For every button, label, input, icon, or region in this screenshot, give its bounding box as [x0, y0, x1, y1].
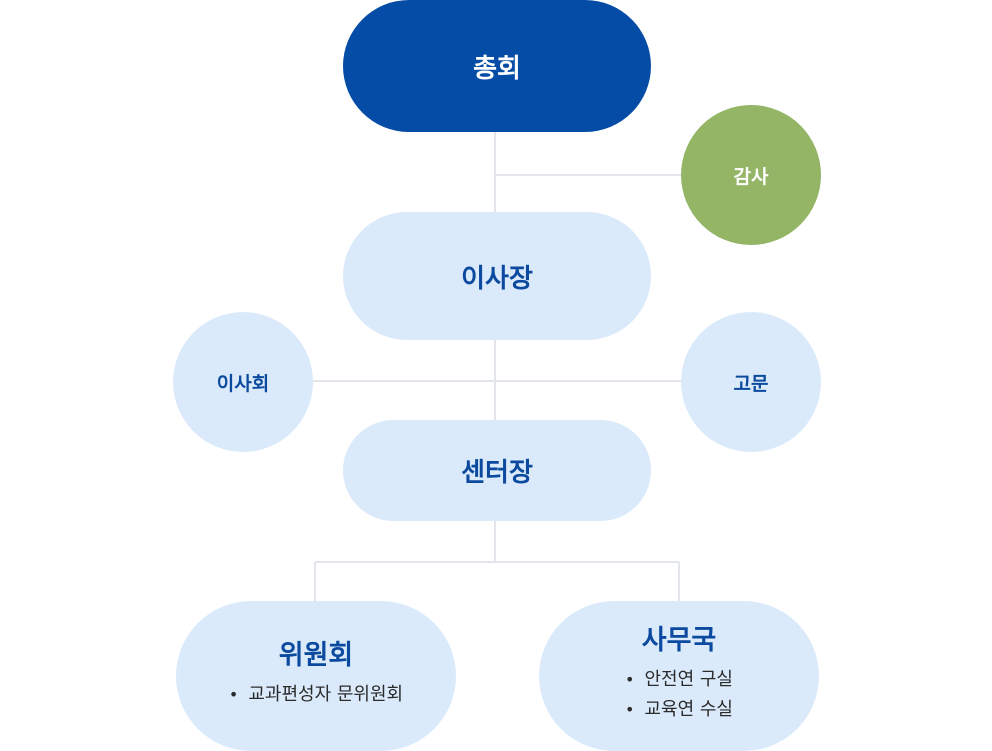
office-sub-item-text: 안전연 구실: [644, 668, 733, 690]
node-advisor: 고문: [681, 312, 821, 452]
committee-sub-item: • 교과편성자 문위원회: [229, 680, 403, 710]
node-chairman-label: 이사장: [461, 263, 533, 294]
node-committee-label: 위원회: [278, 639, 354, 671]
bullet-dot: •: [228, 684, 239, 704]
node-board-label: 이사회: [216, 372, 270, 395]
office-sub-item-text: 교육연 수실: [644, 698, 733, 720]
committee-sub-list: • 교과편성자 문위원회: [229, 680, 403, 710]
node-board: 이사회: [173, 312, 313, 452]
node-director-label: 센터장: [461, 458, 533, 488]
office-sub-item: • 안전연 구실: [625, 665, 733, 695]
office-sub-item: • 교육연 수실: [625, 695, 733, 725]
node-audit-label: 감사: [733, 165, 769, 188]
node-director: 센터장: [343, 420, 651, 521]
node-committee: 위원회 • 교과편성자 문위원회: [176, 601, 456, 751]
bullet-dot: •: [625, 699, 635, 719]
node-advisor-label: 고문: [733, 372, 769, 395]
node-chairman: 이사장: [343, 212, 651, 340]
node-office-label: 사무국: [641, 624, 717, 656]
bullet-dot: •: [625, 669, 635, 689]
committee-sub-item-text: 교과편성자 문위원회: [248, 683, 404, 705]
node-office: 사무국 • 안전연 구실 • 교육연 수실: [539, 601, 819, 751]
node-general-assembly-label: 총회: [473, 53, 521, 84]
node-general-assembly: 총회: [343, 0, 651, 132]
office-sub-list: • 안전연 구실 • 교육연 수실: [625, 665, 733, 725]
node-audit: 감사: [681, 105, 821, 245]
